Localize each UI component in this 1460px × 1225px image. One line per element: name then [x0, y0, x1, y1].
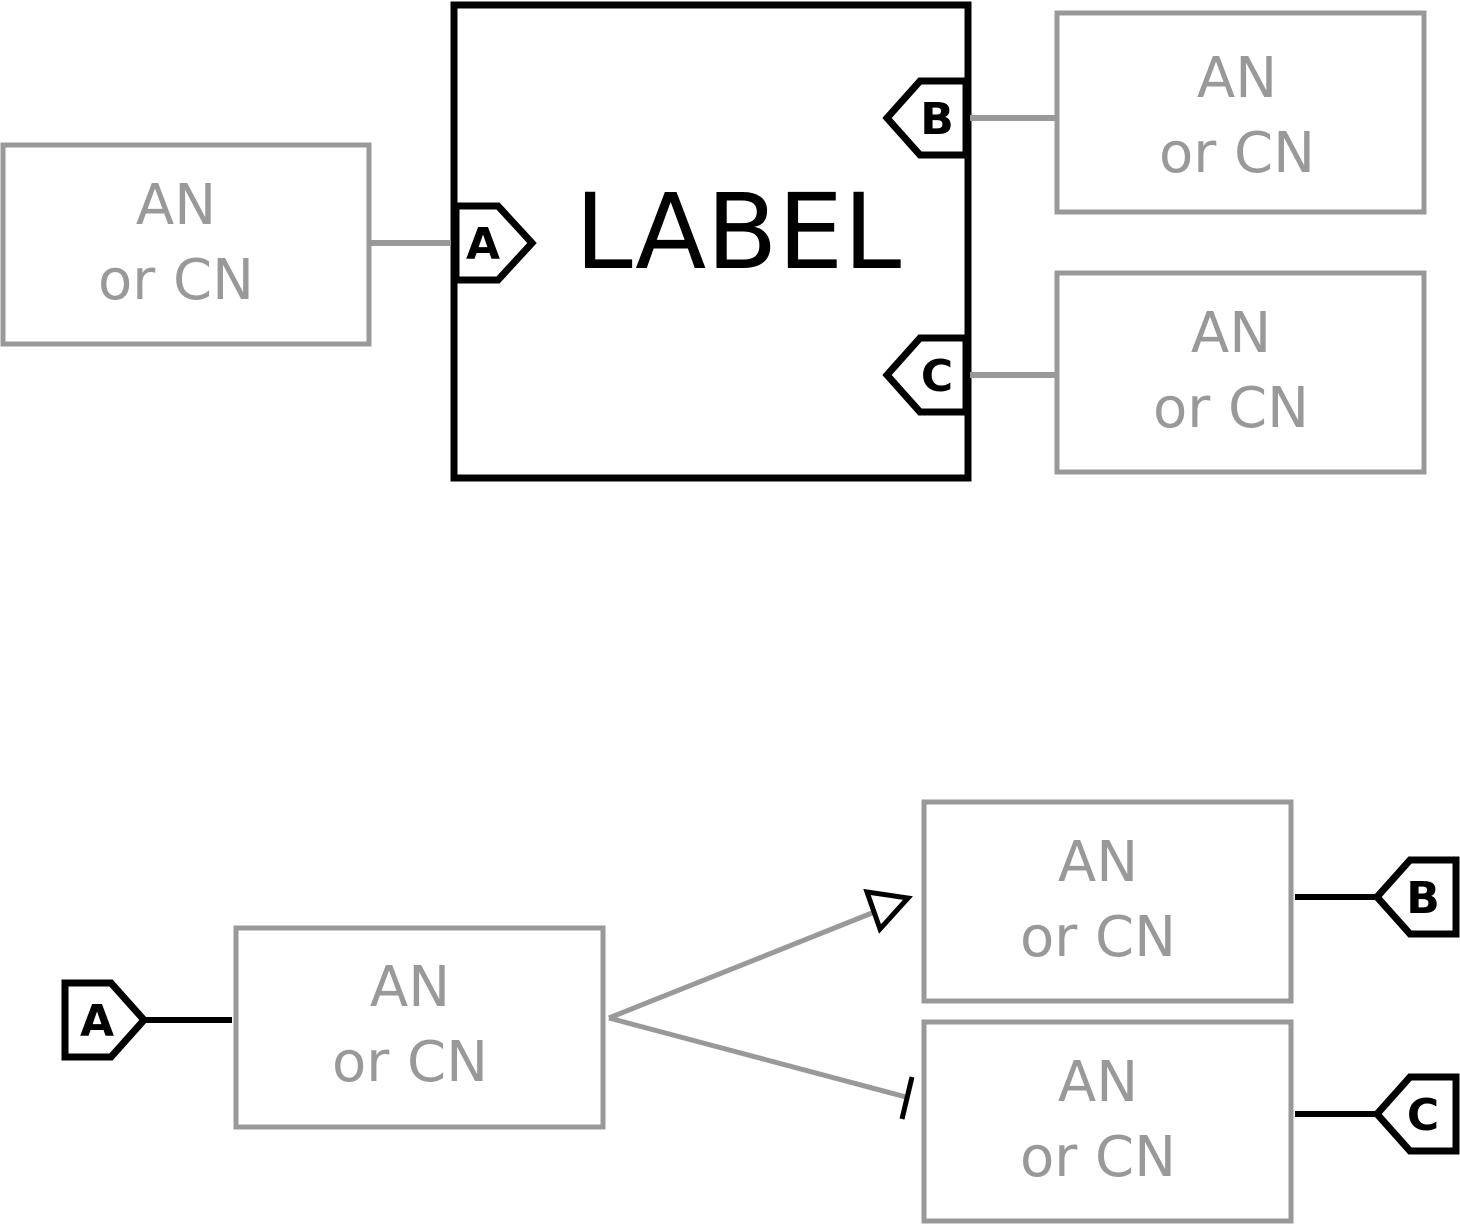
top-node-right-b: AN or CN — [1054, 10, 1427, 215]
bottom-diagram: A AN or CN AN or CN AN or CN — [61, 799, 1460, 1224]
top-diagram: LABEL A B C AN or CN AN or — [0, 1, 1427, 482]
svg-text:or CN: or CN — [1159, 121, 1315, 186]
bottom-node-c: AN or CN — [921, 1019, 1294, 1224]
svg-text:B: B — [920, 94, 954, 145]
svg-text:C: C — [1407, 1090, 1439, 1141]
svg-text:or CN: or CN — [98, 248, 254, 313]
bottom-edge-to-b — [608, 888, 913, 1021]
top-node-right-c: AN or CN — [1054, 270, 1427, 475]
top-port-a: A — [452, 202, 537, 284]
svg-text:or CN: or CN — [1020, 1125, 1176, 1190]
bottom-node-source: AN or CN — [233, 925, 606, 1130]
svg-text:AN: AN — [136, 173, 216, 238]
svg-text:AN: AN — [370, 955, 450, 1020]
svg-text:A: A — [80, 996, 114, 1047]
bottom-port-b: B — [1372, 856, 1460, 938]
svg-text:AN: AN — [1058, 830, 1138, 895]
bottom-port-a: A — [61, 979, 149, 1061]
svg-text:C: C — [921, 351, 953, 402]
svg-text:AN: AN — [1197, 46, 1277, 111]
top-port-c: C — [882, 334, 970, 416]
top-node-left: AN or CN — [0, 142, 372, 347]
bottom-node-b: AN or CN — [921, 799, 1294, 1004]
main-block — [450, 1, 972, 482]
svg-text:or CN: or CN — [1020, 905, 1176, 970]
main-block-label: LABEL — [575, 171, 902, 293]
bottom-edge-to-c — [608, 1015, 915, 1120]
svg-text:AN: AN — [1058, 1050, 1138, 1115]
svg-text:or CN: or CN — [1153, 376, 1309, 441]
svg-text:or CN: or CN — [332, 1030, 488, 1095]
open-triangle-arrowhead — [863, 888, 913, 934]
bottom-port-c: C — [1372, 1073, 1460, 1155]
svg-text:AN: AN — [1191, 301, 1271, 366]
svg-text:A: A — [466, 219, 500, 270]
top-port-b: B — [882, 77, 970, 159]
svg-text:B: B — [1406, 873, 1440, 924]
perpendicular-tick — [899, 1076, 915, 1120]
